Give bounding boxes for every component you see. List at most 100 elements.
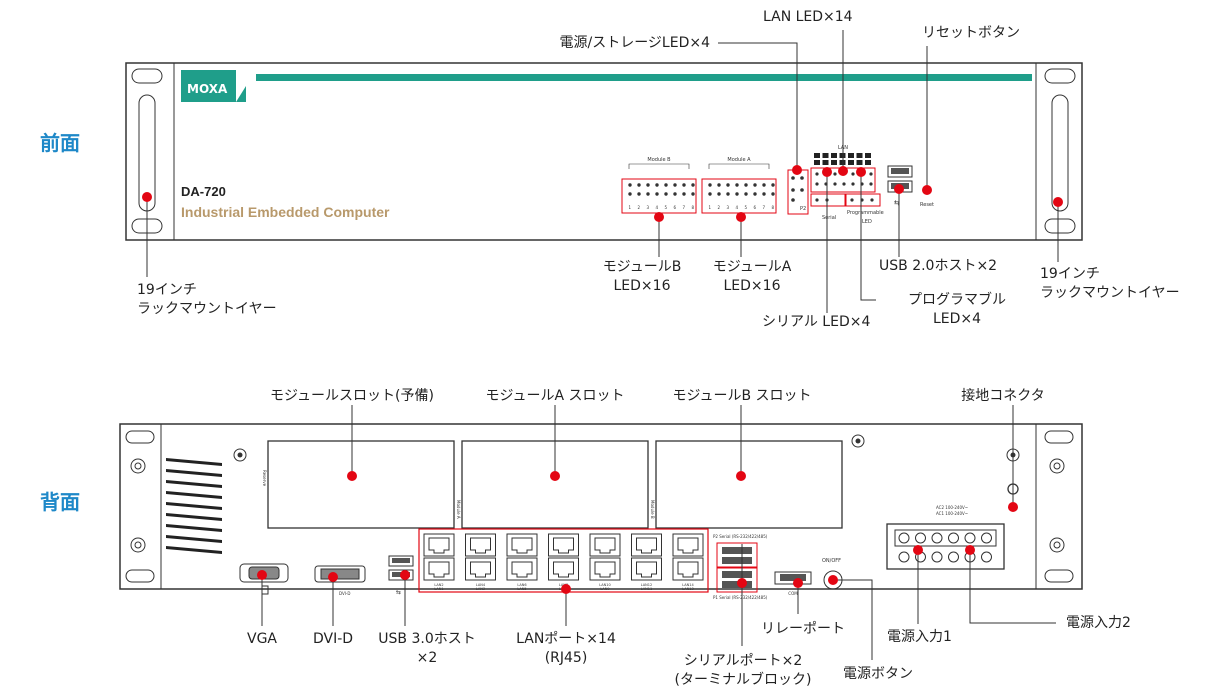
label-usb-2: USB 2.0ホスト×2	[879, 258, 998, 274]
callout-marker	[257, 570, 267, 580]
led-number: 1	[709, 205, 712, 210]
module-led	[717, 192, 721, 196]
lan-led	[869, 172, 873, 176]
module-led	[673, 183, 677, 187]
callout-marker	[1008, 502, 1018, 512]
label-serial-ports-line2: (ターミナルブロック)	[674, 672, 812, 688]
svg-text:Module B: Module B	[650, 500, 655, 519]
lan-led	[815, 182, 819, 186]
lan-led-jack	[856, 160, 863, 165]
lan-port-label: LAN4	[476, 583, 486, 587]
callout-marker	[737, 578, 747, 588]
module-led	[735, 183, 739, 187]
label-lan-led: LAN LED×14	[763, 9, 853, 25]
led-number: 4	[736, 205, 739, 210]
label-relay-port: リレーポート	[761, 621, 845, 637]
back-right-ear	[1044, 430, 1074, 583]
label-dvi: DVI-D	[312, 631, 354, 647]
callout-marker	[654, 212, 664, 222]
terminal-screw-bottom	[948, 551, 959, 563]
module-led	[646, 183, 650, 187]
svg-text:AC2 100-240V~: AC2 100-240V~	[936, 505, 968, 510]
callout-line	[969, 550, 1056, 624]
callout-markers	[142, 165, 1063, 594]
callout-marker	[856, 167, 866, 177]
svg-text:P2 Serial (RS-232/422/485): P2 Serial (RS-232/422/485)	[713, 534, 768, 539]
led-number: 2	[638, 205, 641, 210]
lan-led	[833, 182, 837, 186]
module-led	[673, 192, 677, 196]
lan-led-jack	[831, 160, 837, 165]
rj45-socket-top	[594, 537, 616, 554]
rj45-socket-bottom	[511, 561, 533, 578]
label-lan-ports-line2: (RJ45)	[544, 650, 588, 666]
callout-marker	[561, 584, 571, 594]
callout-marker	[1053, 197, 1063, 207]
lan-led	[815, 172, 819, 176]
lan-port-label: LAN11	[641, 587, 653, 591]
callout-line	[860, 172, 876, 301]
front-panel: MOXA DA-720 Industrial Embedded Computer…	[125, 62, 1083, 241]
led-number: 6	[674, 205, 677, 210]
terminal-screw-bottom	[898, 551, 910, 563]
svg-text:Module A: Module A	[456, 500, 461, 519]
lan-port-label: LAN9	[600, 587, 609, 591]
svg-text:Module B: Module B	[647, 157, 671, 163]
label-reset-button: リセットボタン	[922, 25, 1020, 41]
module-led	[664, 192, 668, 196]
module-led	[726, 192, 730, 196]
lan-port-label: LAN1	[434, 587, 443, 591]
module-led	[637, 183, 641, 187]
rj45-socket-bottom	[470, 561, 491, 578]
back-vent-slots	[166, 458, 222, 554]
lan-led	[869, 182, 873, 186]
lan-led	[842, 182, 846, 186]
moxa-logo-text: MOXA	[187, 82, 228, 96]
callout-marker	[347, 471, 357, 481]
module-led	[744, 192, 748, 196]
lan-led-jack	[856, 153, 863, 158]
callout-marker	[400, 570, 410, 580]
module-led	[628, 183, 632, 187]
vent-slot	[166, 491, 222, 499]
back-left-ear	[125, 430, 155, 583]
svg-text:P1 Serial (RS-232/422/485): P1 Serial (RS-232/422/485)	[713, 595, 768, 600]
module-led	[771, 192, 775, 196]
lan-led-jack	[822, 160, 829, 165]
lan-led	[851, 182, 855, 186]
label-slot-reserve: モジュールスロット(予備)	[270, 388, 434, 404]
rj45-port-bottom	[589, 557, 621, 581]
vent-slot	[166, 469, 222, 477]
module-led	[762, 192, 766, 196]
label-rack-ear-right-line1: 19インチ	[1040, 266, 1100, 282]
rj45-port-top	[672, 533, 704, 557]
relay-port: COM	[774, 571, 812, 596]
vent-slot	[166, 502, 222, 510]
lan-led-jack	[822, 153, 829, 158]
terminal-screw-top	[964, 532, 976, 544]
lan-port-label: LAN14	[682, 583, 694, 587]
module-led	[753, 192, 757, 196]
section-title-front: 前面	[40, 131, 80, 155]
callout-leaders	[146, 30, 1059, 660]
label-ground: 接地コネクタ	[961, 388, 1045, 404]
lan-port-label: LAN13	[682, 587, 694, 591]
callout-marker	[736, 471, 746, 481]
label-vga: VGA	[246, 631, 278, 647]
svg-text:ON/OFF: ON/OFF	[822, 558, 841, 564]
led-number: 6	[754, 205, 757, 210]
module-led	[682, 183, 686, 187]
label-module-b-led: モジュールB LED×16	[603, 258, 682, 296]
label-power-button: 電源ボタン	[843, 666, 913, 682]
label-slot-b: モジュールB スロット	[672, 388, 812, 404]
label-module-a-led: モジュールA LED×16	[713, 258, 792, 296]
module-led	[646, 192, 650, 196]
rj45-port-top	[465, 533, 496, 557]
slot-reserve	[267, 440, 455, 529]
led-number: 5	[665, 205, 668, 210]
rj45-port-bottom	[672, 557, 704, 581]
label-usb-3: USB 3.0ホスト ×2	[378, 630, 475, 668]
lan-port-label: LAN10	[599, 583, 611, 587]
label-module-b-led-line1: モジュールB	[602, 259, 682, 275]
